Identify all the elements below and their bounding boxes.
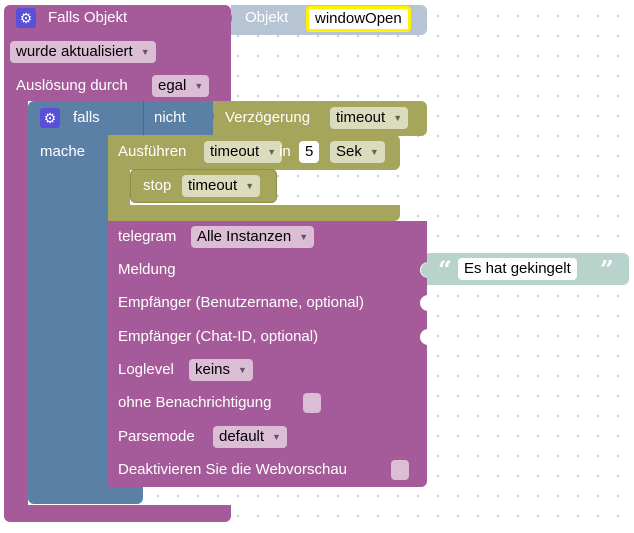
quote-close-icon: ” bbox=[600, 255, 614, 284]
execute-unit-value: Sek bbox=[336, 143, 362, 160]
recipient-user-socket[interactable] bbox=[420, 295, 428, 311]
stop-timeout-dropdown[interactable]: timeout ▼ bbox=[182, 175, 261, 197]
recipient-chat-label: Empfänger (Chat-ID, optional) bbox=[118, 328, 319, 345]
if-block-footer bbox=[28, 482, 143, 504]
loglevel-dropdown[interactable]: keins ▼ bbox=[189, 359, 253, 381]
do-label: mache bbox=[40, 143, 86, 160]
object-connector bbox=[224, 10, 232, 26]
chevron-down-icon: ▼ bbox=[369, 147, 379, 158]
telegram-instance-value: Alle Instanzen bbox=[197, 228, 292, 245]
webpreview-checkbox[interactable] bbox=[391, 460, 409, 480]
recipient-chat-socket[interactable] bbox=[420, 329, 428, 345]
object-id-field[interactable]: windowOpen bbox=[306, 6, 411, 32]
stop-label: stop bbox=[143, 177, 172, 194]
telegram-instance-dropdown[interactable]: Alle Instanzen ▼ bbox=[191, 226, 315, 248]
event-gear-icon[interactable]: ⚙ bbox=[16, 8, 36, 28]
message-text-field[interactable]: Es hat gekingelt bbox=[458, 258, 577, 280]
loglevel-label: Loglevel bbox=[118, 361, 174, 378]
webpreview-label: Deaktivieren Sie die Webvorschau bbox=[118, 461, 348, 478]
parsemode-label: Parsemode bbox=[118, 428, 195, 445]
recipient-user-label: Empfänger (Benutzername, optional) bbox=[118, 294, 364, 311]
object-label: Objekt bbox=[245, 9, 289, 26]
if-block-spine bbox=[28, 135, 108, 485]
chevron-down-icon: ▼ bbox=[238, 365, 247, 376]
stop-timeout-value: timeout bbox=[188, 177, 238, 194]
chevron-down-icon: ▼ bbox=[393, 113, 403, 124]
trigger-by-label: Auslösung durch bbox=[16, 77, 128, 94]
trigger-by-value: egal bbox=[158, 77, 187, 94]
trigger-value: wurde aktualisiert bbox=[16, 43, 133, 60]
chevron-down-icon: ▼ bbox=[299, 232, 309, 243]
delay-value: timeout bbox=[336, 109, 386, 126]
telegram-label: telegram bbox=[118, 228, 177, 245]
execute-block-spine bbox=[108, 169, 130, 209]
not-block[interactable] bbox=[143, 101, 214, 136]
execute-in-label: in bbox=[279, 143, 291, 160]
event-block-spine bbox=[4, 100, 28, 512]
loglevel-value: keins bbox=[195, 361, 231, 378]
chevron-down-icon: ▼ bbox=[272, 432, 281, 443]
trigger-dropdown[interactable]: wurde aktualisiert ▼ bbox=[10, 41, 156, 63]
message-string-connector bbox=[421, 262, 429, 278]
delay-dropdown[interactable]: timeout ▼ bbox=[330, 107, 409, 129]
if-label: falls bbox=[73, 109, 100, 126]
chevron-down-icon: ▼ bbox=[245, 181, 255, 192]
execute-block-footer bbox=[108, 205, 400, 221]
message-label: Meldung bbox=[118, 261, 176, 278]
parsemode-dropdown[interactable]: default ▼ bbox=[213, 426, 287, 448]
if-gear-icon[interactable]: ⚙ bbox=[40, 108, 60, 128]
quote-open-icon: “ bbox=[438, 255, 452, 284]
event-title: Falls Objekt bbox=[48, 9, 128, 26]
trigger-by-dropdown[interactable]: egal ▼ bbox=[152, 75, 210, 97]
execute-timeout-dropdown[interactable]: timeout ▼ bbox=[204, 141, 283, 163]
not-label: nicht bbox=[154, 109, 186, 126]
event-block-footer bbox=[4, 505, 231, 522]
silent-checkbox[interactable] bbox=[303, 393, 321, 413]
execute-label: Ausführen bbox=[118, 143, 187, 160]
delay-label: Verzögerung bbox=[225, 109, 311, 126]
execute-timeout-value: timeout bbox=[210, 143, 260, 160]
execute-amount-field[interactable]: 5 bbox=[299, 141, 320, 163]
execute-unit-dropdown[interactable]: Sek ▼ bbox=[330, 141, 385, 163]
chevron-down-icon: ▼ bbox=[194, 81, 204, 92]
chevron-down-icon: ▼ bbox=[267, 147, 277, 158]
parsemode-value: default bbox=[219, 428, 265, 445]
chevron-down-icon: ▼ bbox=[140, 47, 150, 58]
delay-connector bbox=[206, 108, 214, 124]
silent-label: ohne Benachrichtigung bbox=[118, 394, 272, 411]
